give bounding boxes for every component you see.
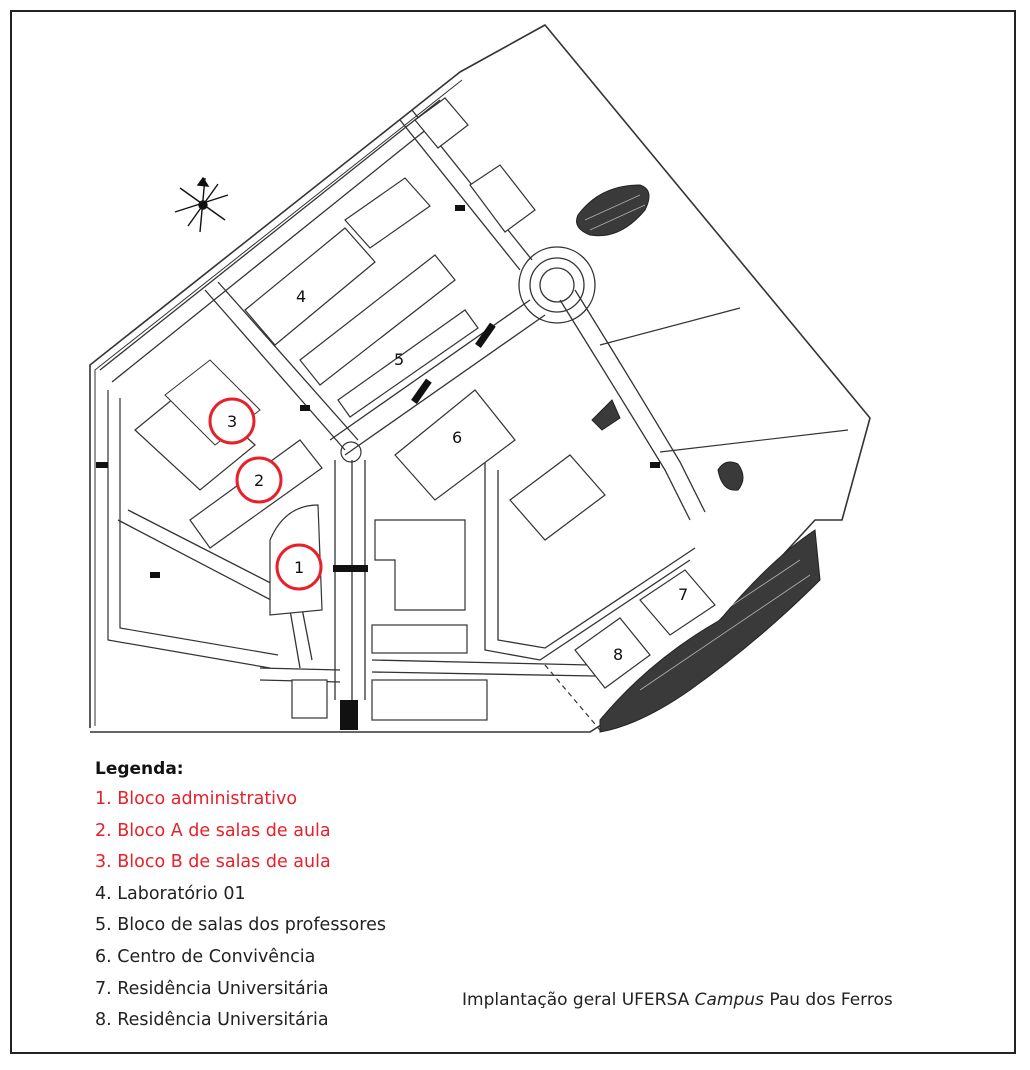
- label-building-2: 2: [254, 471, 264, 490]
- highlight-circle-1: [275, 543, 323, 591]
- caption-campus: Campus: [694, 990, 764, 1010]
- label-building-8: 8: [613, 645, 623, 664]
- roundabout: [518, 246, 596, 324]
- figure-caption: Implantação geral UFERSA Campus Pau dos …: [462, 990, 893, 1010]
- legend-title: Legenda:: [95, 759, 184, 779]
- legend: Legenda: 1. Bloco administrativo 2. Bloc…: [95, 757, 386, 1040]
- label-building-3: 3: [227, 412, 237, 431]
- legend-item: 5. Bloco de salas dos professores: [95, 915, 386, 936]
- building-4: [244, 227, 376, 346]
- legend-item: 8. Residência Universitária: [95, 1010, 329, 1031]
- legend-item: 4. Laboratório 01: [95, 883, 246, 904]
- caption-prefix: Implantação geral UFERSA: [462, 990, 695, 1010]
- label-building-1: 1: [294, 558, 304, 577]
- compass-rose-icon: [174, 176, 229, 233]
- legend-item: 1. Bloco administrativo: [95, 789, 298, 809]
- road-northwest: [99, 99, 449, 383]
- label-building-7: 7: [678, 585, 688, 604]
- legend-item: 2. Bloco A de salas de aula: [95, 820, 331, 841]
- road-central: [334, 460, 366, 700]
- highlight-circle-3: [208, 397, 256, 445]
- label-building-5: 5: [394, 350, 404, 369]
- highlight-circle-2: [235, 456, 283, 504]
- vegetation-patch: [576, 184, 650, 237]
- campus-site-plan: 4 5 6 7 8 3 2 1: [89, 24, 871, 733]
- building-8: [574, 617, 651, 689]
- label-building-6: 6: [452, 428, 462, 447]
- legend-item: 6. Centro de Convivência: [95, 946, 316, 967]
- building-6: [394, 389, 516, 501]
- legend-item: 3. Bloco B de salas de aula: [95, 852, 331, 873]
- label-building-4: 4: [296, 287, 306, 306]
- legend-item: 7. Residência Universitária: [95, 978, 329, 999]
- building-7: [639, 569, 716, 636]
- building-5: [337, 309, 479, 418]
- caption-suffix: Pau dos Ferros: [763, 990, 893, 1010]
